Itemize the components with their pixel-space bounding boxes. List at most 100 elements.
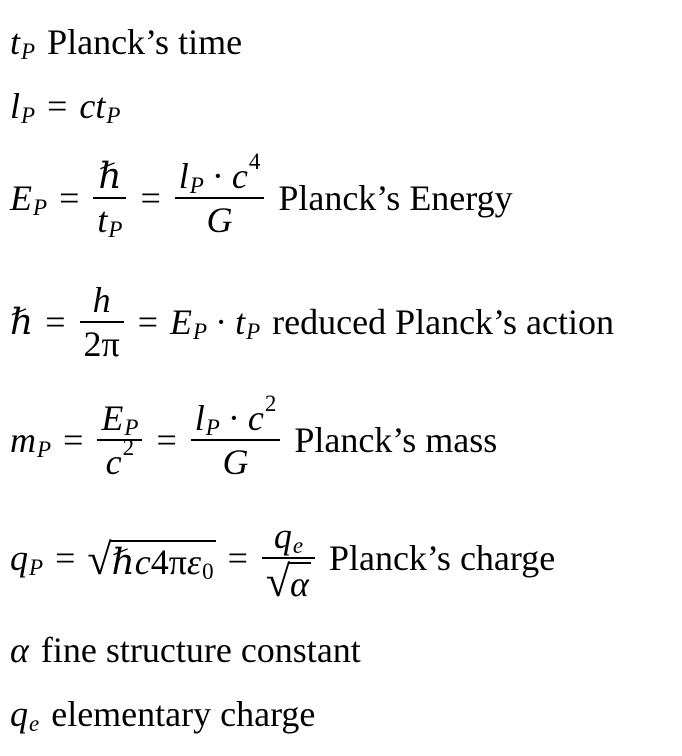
symbol-g: G xyxy=(206,200,233,240)
symbol-t: t xyxy=(95,86,106,126)
fraction-bar xyxy=(93,197,127,199)
equals-sign: = xyxy=(59,178,80,218)
equals-sign: = xyxy=(45,302,66,342)
radical-sign: √ xyxy=(87,535,112,584)
label-planck-charge: Planck’s charge xyxy=(328,538,556,578)
symbol-hbar: ℏ xyxy=(111,542,135,582)
multiply-dot: · xyxy=(227,398,240,438)
subscript-p: P xyxy=(33,194,48,220)
subscript-p: P xyxy=(106,102,121,128)
symbol-e: E xyxy=(10,178,32,218)
label-reduced-action: reduced Planck’s action xyxy=(272,302,615,342)
symbol-t: t xyxy=(97,200,108,240)
fraction-numerator: h xyxy=(89,279,115,321)
multiply-dot: · xyxy=(215,302,228,342)
fraction-bar xyxy=(97,439,143,441)
equals-sign: = xyxy=(140,178,161,218)
symbol-hbar: ℏ xyxy=(98,156,122,196)
symbol-e: E xyxy=(101,398,124,438)
fraction-numerator: ℏ xyxy=(94,155,125,197)
label-fine-structure: fine structure constant xyxy=(40,630,361,670)
symbol-hbar: ℏ xyxy=(10,302,34,342)
symbol-c: c xyxy=(105,442,122,482)
fraction-bar xyxy=(261,557,315,559)
subscript-e: e xyxy=(29,710,40,736)
fraction-denominator: G xyxy=(203,199,237,241)
subscript-p: P xyxy=(21,38,36,64)
fraction-bar xyxy=(174,197,265,199)
equals-sign: = xyxy=(156,420,177,460)
fraction-bar xyxy=(79,321,124,323)
symbol-q: q xyxy=(273,516,292,556)
equals-sign: = xyxy=(63,420,84,460)
symbol-q: q xyxy=(10,694,28,734)
subscript-p: P xyxy=(108,216,123,242)
symbol-pi: π xyxy=(101,324,120,364)
symbol-l: l xyxy=(178,156,189,196)
label-planck-time: Planck’s time xyxy=(47,22,243,62)
symbol-q: q xyxy=(10,538,28,578)
radical-sign: √ xyxy=(265,557,291,606)
symbol-pi: π xyxy=(168,542,187,582)
symbol-e: E xyxy=(170,302,192,342)
subscript-p: P xyxy=(189,172,204,198)
subscript-p: P xyxy=(29,554,44,580)
symbol-epsilon: ε xyxy=(186,542,202,582)
label-planck-mass: Planck’s mass xyxy=(294,420,498,460)
exponent-2: 2 xyxy=(264,390,277,416)
symbol-m: m xyxy=(10,420,36,460)
fraction-bar xyxy=(190,439,281,441)
subscript-p: P xyxy=(205,414,220,440)
symbol-t: t xyxy=(10,22,21,62)
symbol-c: c xyxy=(134,542,151,582)
exponent-2: 2 xyxy=(122,434,135,460)
subscript-e: e xyxy=(292,532,304,558)
exponent-4: 4 xyxy=(248,148,261,174)
subscript-p: P xyxy=(37,436,52,462)
equals-sign: = xyxy=(55,538,76,578)
fraction-denominator: G xyxy=(219,441,253,483)
number-2: 2 xyxy=(83,324,102,364)
subscript-p: P xyxy=(21,102,36,128)
subscript-p: P xyxy=(246,318,261,344)
fine-structure-row: α fine structure constant xyxy=(10,626,361,674)
symbol-alpha: α xyxy=(10,630,29,670)
symbol-l: l xyxy=(194,398,205,438)
symbol-t: t xyxy=(235,302,246,342)
subscript-0: 0 xyxy=(202,558,214,584)
equals-sign: = xyxy=(137,302,158,342)
label-planck-energy: Planck’s Energy xyxy=(278,178,513,218)
label-elementary-charge: elementary charge xyxy=(51,694,316,734)
equals-sign: = xyxy=(47,86,68,126)
square-root: √ α xyxy=(265,557,311,606)
symbol-h: h xyxy=(92,280,111,320)
number-4: 4 xyxy=(150,542,169,582)
equals-sign: = xyxy=(227,538,248,578)
symbol-g: G xyxy=(222,442,249,482)
multiply-dot: · xyxy=(211,156,224,196)
subscript-p: P xyxy=(124,414,139,440)
symbol-c: c xyxy=(247,398,264,438)
subscript-p: P xyxy=(193,318,208,344)
